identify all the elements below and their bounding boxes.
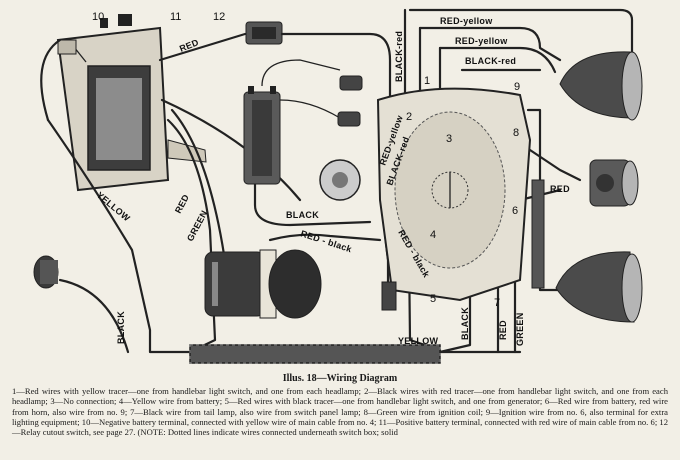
- terminal-8: 8: [513, 127, 519, 139]
- wire-label-black-red: BLACK-red: [465, 56, 516, 66]
- wire-label-green-left: GREEN: [185, 209, 210, 243]
- switch-box: [376, 87, 532, 311]
- wiring-diagram: 10 11 12: [33, 8, 643, 364]
- headlamp-top: [559, 51, 643, 121]
- headlamp-bottom: [555, 251, 643, 323]
- wire-label-yellow-bottom: YELLOW: [398, 336, 439, 346]
- terminal-9: 9: [514, 81, 520, 93]
- tail-lamp: [33, 255, 59, 289]
- wire-label-black-red-vertical: BLACK-red: [394, 31, 404, 82]
- terminal-1: 1: [424, 75, 430, 87]
- wire-label-black-left: BLACK: [116, 311, 126, 344]
- wire-label-red-left: RED: [173, 192, 191, 214]
- label-10: 10: [92, 11, 104, 23]
- horn: [589, 159, 639, 207]
- wire-label-black: BLACK: [286, 210, 319, 220]
- wire-label-red-black: RED - black: [299, 228, 353, 254]
- spark-plugs: [337, 75, 363, 127]
- battery: [56, 14, 207, 192]
- figure-caption: Illus. 18—Wiring Diagram 1—Red wires wit…: [12, 373, 668, 438]
- relay-cutout: [245, 21, 283, 45]
- generator: [204, 249, 322, 319]
- caption-title: Illus. 18—Wiring Diagram: [282, 373, 398, 384]
- main-cable: [189, 344, 441, 364]
- label-11: 11: [170, 11, 181, 23]
- wire-label-red-horn: RED: [550, 184, 570, 194]
- terminal-4: 4: [430, 229, 436, 241]
- wire-label-red-yellow: RED-yellow: [440, 16, 493, 26]
- ignition-coil: [243, 86, 281, 185]
- wire-label-black-right: BLACK: [460, 307, 470, 340]
- wire-label-red-yellow: RED-yellow: [455, 36, 508, 46]
- lamp-cable: [531, 179, 545, 289]
- terminal-6: 6: [512, 205, 518, 217]
- terminal-5: 5: [430, 293, 436, 305]
- wire-label-red-right: RED: [498, 320, 508, 340]
- battery-terminal: [118, 14, 132, 26]
- caption-body: 1—Red wires with yellow tracer—one from …: [12, 386, 668, 438]
- wire-label-green-right: GREEN: [515, 312, 525, 346]
- terminal-3: 3: [446, 133, 452, 145]
- label-12: 12: [213, 11, 225, 23]
- terminal-2: 2: [406, 111, 412, 123]
- terminal-7: 7: [494, 297, 500, 309]
- timer: [319, 159, 361, 201]
